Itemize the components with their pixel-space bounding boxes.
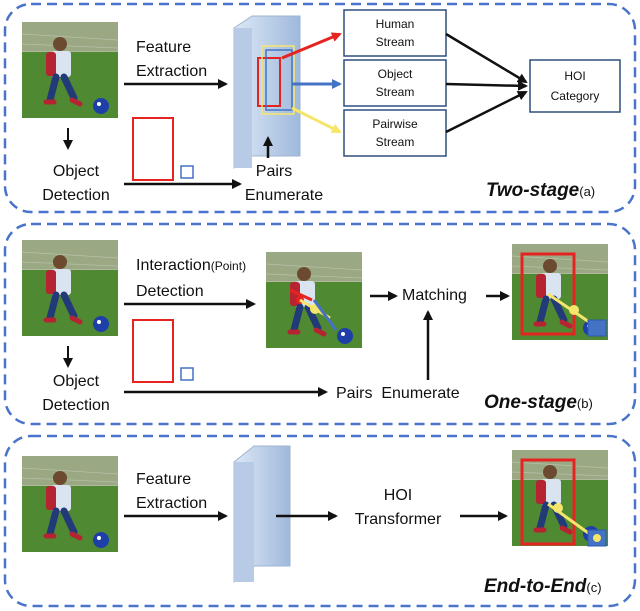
object-detection-label-b1: Object [53, 373, 100, 390]
pairs-label-a1: Pairs [256, 163, 292, 180]
human-region-a [257, 57, 281, 107]
arrow-yellow-a [291, 106, 342, 134]
panel-end-to-end [3, 434, 637, 608]
interaction-point-photo [266, 252, 362, 348]
output-photo-b [512, 244, 608, 340]
object-region-a [265, 49, 293, 111]
transformer-label-1: HOI [384, 487, 412, 504]
stage-tag-a: Two-stage(a) [486, 180, 595, 201]
feature-extraction-label-c2: Extraction [136, 495, 207, 512]
arrow-object-to-hoi [445, 80, 528, 91]
interaction-label-b: Interaction(Point) [136, 257, 246, 274]
stream-label-2-1: Pairwise [372, 117, 418, 131]
stream-box-1 [343, 59, 447, 107]
object-box-icon-a [180, 165, 194, 179]
stream-label-2-2: Stream [376, 135, 415, 149]
output-photo-c [512, 450, 608, 546]
input-photo-c [22, 456, 118, 552]
arrow-pairwise-to-hoi [445, 90, 528, 134]
arrow-red-a [281, 32, 342, 60]
hoi-category-line1: HOI [564, 69, 585, 83]
input-photo-a [22, 22, 118, 118]
stream-box-2 [343, 109, 447, 157]
object-detection-label-a2: Detection [42, 187, 110, 204]
transformer-label-2: Transformer [355, 511, 442, 528]
hoi-category-box [529, 59, 621, 113]
object-detection-label-b2: Detection [42, 397, 110, 414]
arrow-human-to-hoi [445, 32, 528, 84]
pair-region-a [261, 45, 295, 115]
feature-extraction-label-a2: Extraction [136, 63, 207, 80]
pairs-enumerate-label-b: Pairs Enumerate [336, 385, 460, 402]
stream-label-1-2: Stream [376, 85, 415, 99]
detection-label-b: Detection [136, 283, 204, 300]
object-box-icon-b [180, 367, 194, 381]
stage-tag-c: End-to-End(c) [484, 576, 602, 597]
stream-label-0-1: Human [376, 17, 415, 31]
human-box-icon-a [132, 117, 174, 181]
matching-label: Matching [402, 287, 467, 304]
stage-tag-b: One-stage(b) [484, 392, 593, 413]
stream-box-0 [343, 9, 447, 57]
pairs-label-a2: Enumerate [245, 187, 323, 204]
feature-extraction-label-c1: Feature [136, 471, 191, 488]
input-photo-b [22, 240, 118, 336]
hoi-category-line2: Category [551, 89, 600, 103]
stream-label-0-2: Stream [376, 35, 415, 49]
human-box-icon-b [132, 319, 174, 383]
feature-extraction-label-a1: Feature [136, 39, 191, 56]
object-detection-label-a1: Object [53, 163, 100, 180]
panel-two-stage [3, 2, 637, 214]
panel-one-stage [3, 222, 637, 426]
stream-label-1-1: Object [378, 67, 413, 81]
